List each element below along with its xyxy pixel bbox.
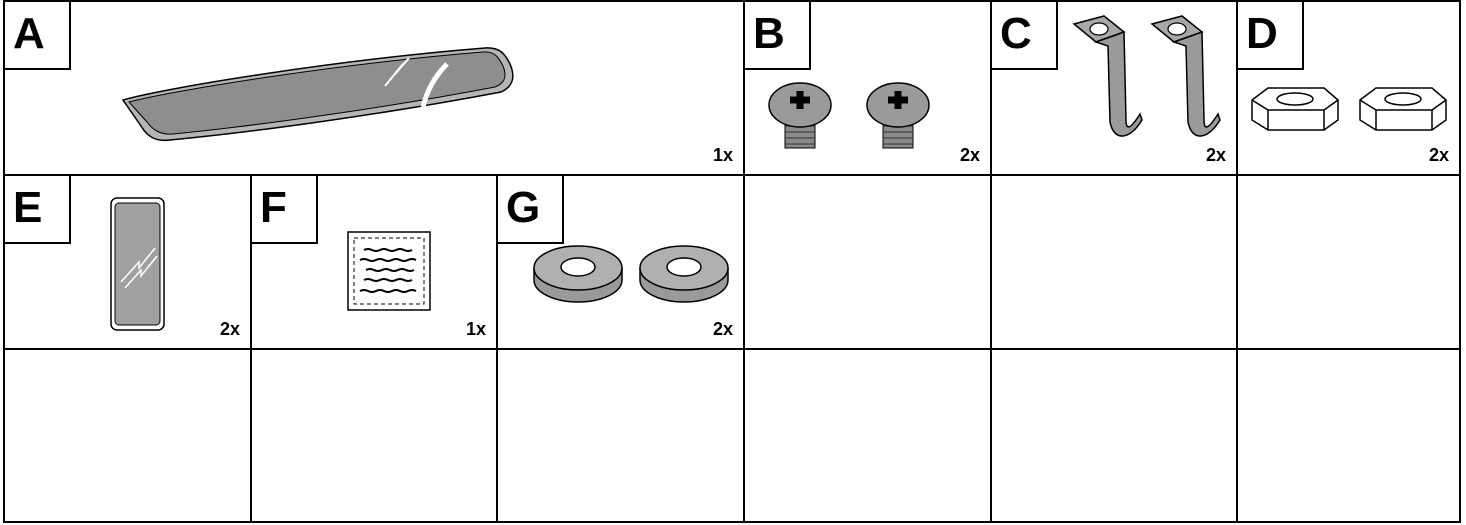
part-g-quantity: 2x (713, 319, 733, 340)
part-c-quantity: 2x (1206, 145, 1226, 166)
grid-border-right (1459, 0, 1461, 523)
empty-cell (745, 350, 990, 521)
part-f-cell: F 1x (252, 176, 496, 348)
adhesive-label-icon (252, 176, 496, 348)
empty-cell (1238, 350, 1459, 521)
part-e-quantity: 2x (220, 319, 240, 340)
empty-cell (252, 350, 496, 521)
washer-icon (498, 176, 743, 348)
empty-cell (992, 350, 1236, 521)
part-b-quantity: 2x (960, 145, 980, 166)
empty-cell (992, 176, 1236, 348)
part-c-cell: C 2x (992, 2, 1236, 174)
empty-cell (745, 176, 990, 348)
empty-cell (5, 350, 250, 521)
part-f-quantity: 1x (466, 319, 486, 340)
part-a-cell: A 1x (5, 2, 743, 174)
parts-grid: A 1x B (3, 0, 1461, 523)
grid-border-bottom (3, 521, 1461, 523)
part-d-quantity: 2x (1429, 145, 1449, 166)
hex-nut-icon (1238, 2, 1459, 174)
hook-bracket-icon (992, 2, 1236, 174)
screw-icon (745, 2, 990, 174)
shelf-glass-icon (5, 2, 743, 174)
part-e-cell: E 2x (5, 176, 250, 348)
empty-cell (498, 350, 743, 521)
part-d-cell: D 2x (1238, 2, 1459, 174)
empty-cell (1238, 176, 1459, 348)
part-b-cell: B 2x (745, 2, 990, 174)
mirror-pad-icon (5, 176, 250, 348)
part-g-cell: G 2x (498, 176, 743, 348)
part-a-quantity: 1x (713, 145, 733, 166)
